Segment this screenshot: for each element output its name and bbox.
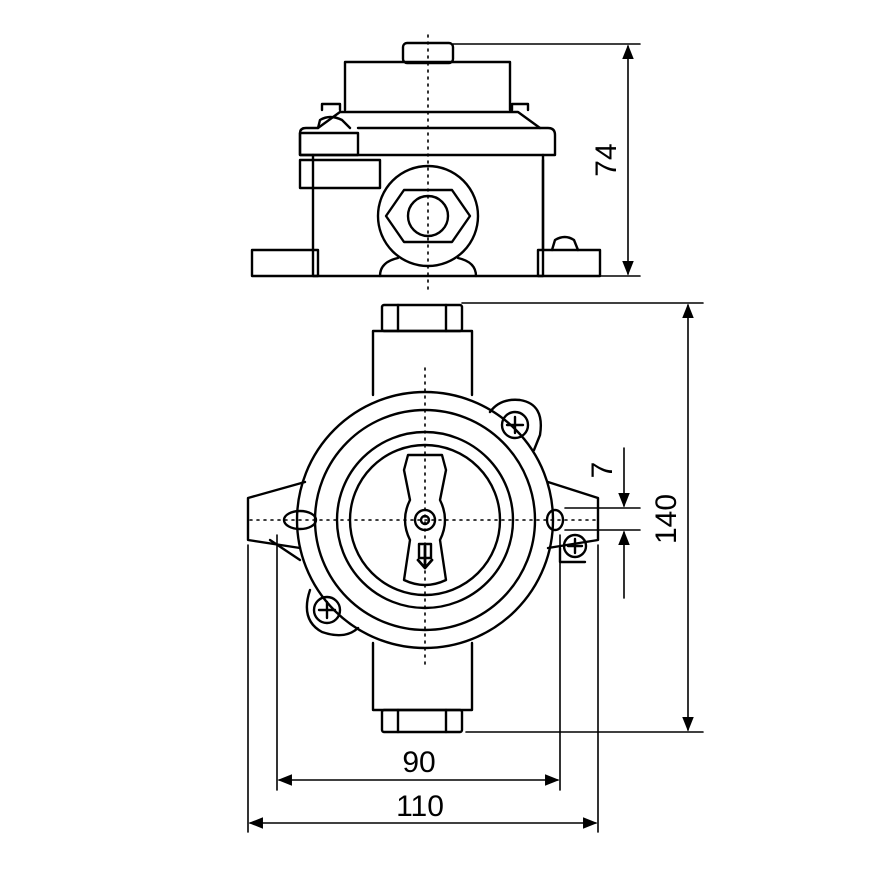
side-elevation-view <box>250 34 602 291</box>
dimension-110: 110 <box>247 544 599 833</box>
dimension-7: 7 <box>564 447 641 599</box>
phillips-screw-icon <box>562 533 588 559</box>
cable-entry-hex <box>384 188 472 244</box>
dimension-90: 90 <box>276 534 561 791</box>
right-foot-screw <box>550 235 580 252</box>
top-right-boss <box>488 398 542 452</box>
phillips-screw-icon <box>312 595 342 625</box>
cable-entry-outer <box>376 164 480 268</box>
phillips-screw-icon <box>500 410 530 440</box>
left-foot <box>250 248 320 278</box>
left-clamp-block <box>298 131 360 157</box>
lid-flange <box>298 110 557 157</box>
lid-screw <box>316 115 352 130</box>
dimension-label-140: 140 <box>650 494 683 544</box>
dimension-label-7: 7 <box>586 462 619 479</box>
bottom-neck <box>371 641 474 712</box>
top-gland-nut <box>380 303 464 333</box>
upper-right-lug <box>510 102 530 112</box>
top-cap <box>401 41 455 65</box>
bottom-gland-nut <box>380 708 464 734</box>
dimension-label-74: 74 <box>590 143 623 176</box>
front-view <box>246 303 601 734</box>
dimension-140: 140 <box>461 302 704 733</box>
cable-entry-inner <box>406 194 450 238</box>
bottom-left-boss <box>305 588 360 637</box>
left-ear-lower <box>268 538 302 562</box>
dimension-74: 74 <box>452 43 641 277</box>
lower-body <box>311 153 545 278</box>
right-foot <box>536 248 602 278</box>
top-neck <box>371 329 474 397</box>
upper-housing <box>343 60 512 112</box>
right-mounting-ear <box>546 480 600 550</box>
left-side-plate <box>298 158 382 190</box>
upper-left-lug <box>320 102 342 112</box>
entry-skirt <box>378 256 478 278</box>
right-mounting-slot <box>545 508 565 532</box>
dimension-label-90: 90 <box>402 746 435 779</box>
dimension-label-110: 110 <box>396 790 444 823</box>
